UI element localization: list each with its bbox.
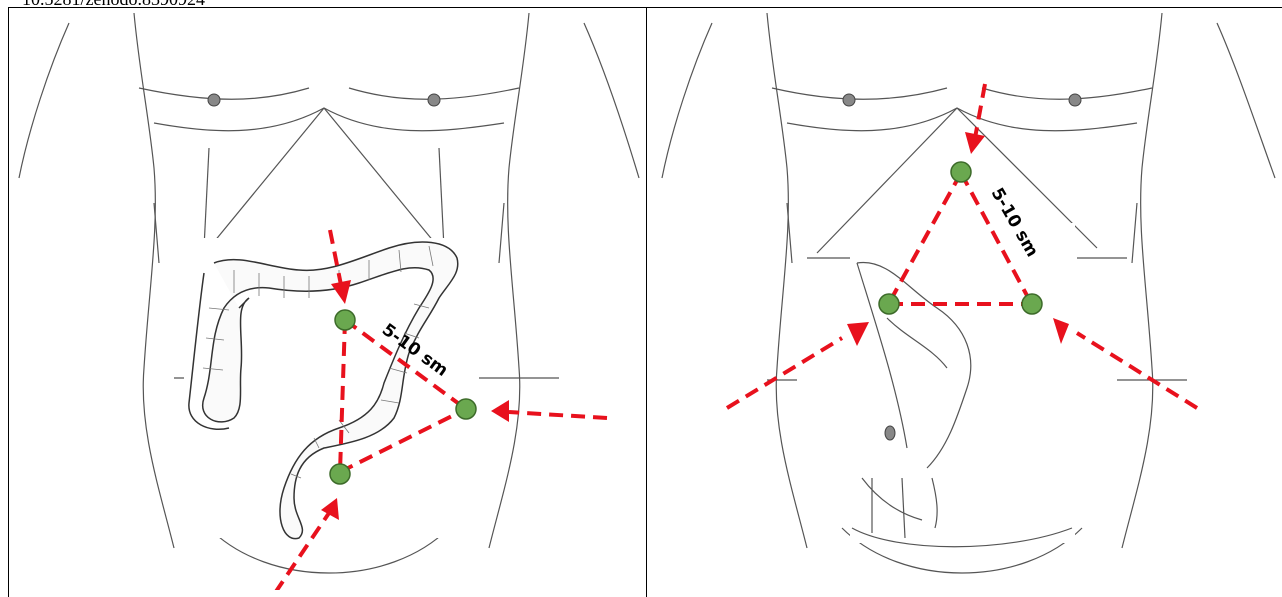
port-right xyxy=(456,399,476,419)
arrow-head-top-right xyxy=(965,132,985,154)
nipple-left xyxy=(208,94,220,106)
umbilicus xyxy=(885,426,895,440)
port-right-right xyxy=(1022,294,1042,314)
arrow-head-right xyxy=(491,400,509,422)
port-bottom xyxy=(330,464,350,484)
right-panel: 5-10 sm xyxy=(647,8,1282,590)
port-top-right xyxy=(951,162,971,182)
port-left-right xyxy=(879,294,899,314)
nipple-right xyxy=(428,94,440,106)
port-top xyxy=(335,310,355,330)
nipple-left-right-panel xyxy=(843,94,855,106)
right-diagram: 5-10 sm xyxy=(647,8,1282,590)
left-panel: 5-10 sm xyxy=(9,8,646,590)
inset-backdrop xyxy=(850,223,1075,543)
left-diagram: 5-10 sm xyxy=(9,8,646,590)
nipple-right-right-panel xyxy=(1069,94,1081,106)
